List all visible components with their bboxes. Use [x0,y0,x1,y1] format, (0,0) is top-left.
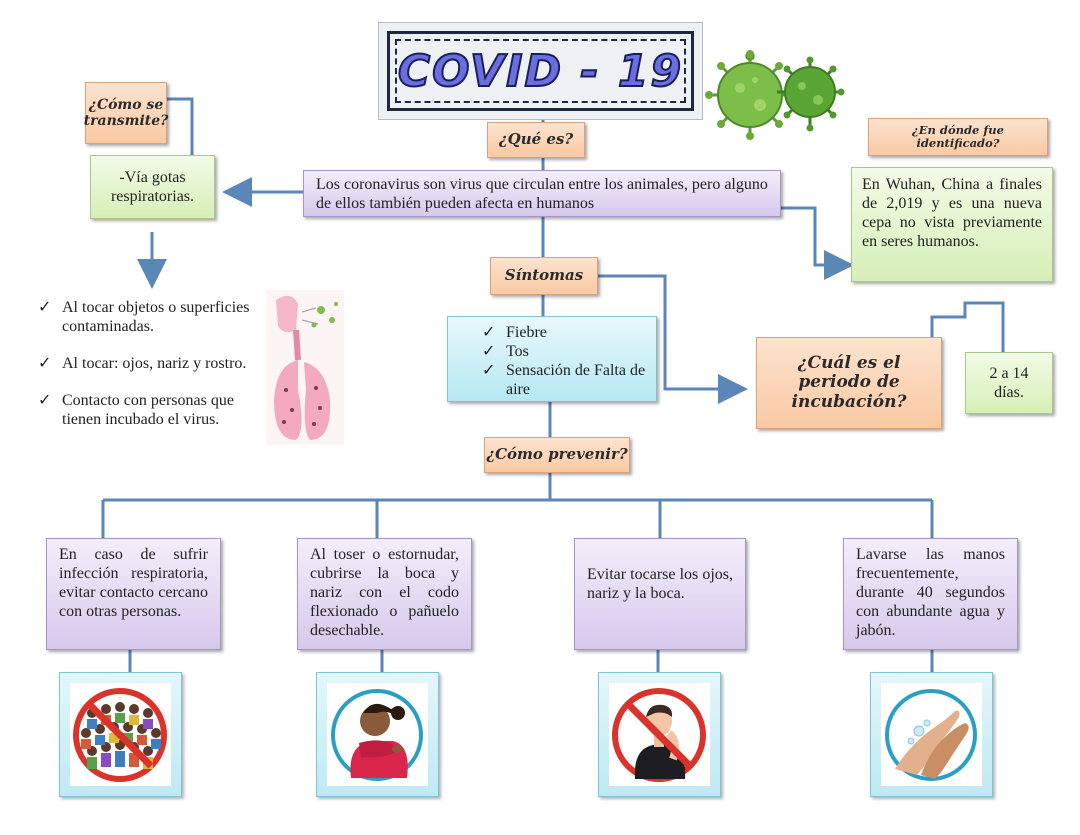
list-item: ✓Tos [482,343,529,360]
check-icon: ✓ [482,324,496,341]
transmission-list: ✓Al tocar objetos o superficies contamin… [38,298,270,429]
no-crowd-card [59,672,182,797]
symptoms-box: ✓Fiebre ✓Tos ✓Sensación de Falta de aire [447,316,657,402]
check-icon: ✓ [482,362,496,379]
list-item: ✓Contacto con personas que tienen incuba… [38,392,234,428]
prevention-box-2: Al toser o estornudar, cubrirse la boca … [297,538,472,650]
definition-box: Los coronavirus son virus que circulan e… [303,170,781,217]
check-icon: ✓ [38,355,52,372]
cough-elbow-card [316,672,439,797]
page-title: COVID - 19 [397,45,684,98]
title-banner: COVID - 19 [378,22,703,120]
incubacion-label: ¿Cuál es el periodo de incubación? [756,337,942,429]
list-item: ✓Sensación de Falta de aire [482,362,646,398]
incubacion-value-box: 2 a 14 días. [965,352,1053,414]
como-prevenir-label: ¿Cómo prevenir? [484,437,630,473]
prevention-box-4: Lavarse las manos frecuentemente, durant… [843,538,1018,650]
check-icon: ✓ [38,392,52,409]
como-se-transmite-label: ¿Cómo se transmite? [84,82,168,144]
list-item: ✓Al tocar: ojos, nariz y rostro. [38,355,247,372]
list-item: ✓Al tocar objetos o superficies contamin… [38,299,250,335]
no-touch-face-card [598,672,721,797]
identificado-box: En Wuhan, China a finales de 2,019 y es … [851,167,1053,282]
que-es-label: ¿Qué es? [487,122,585,158]
sintomas-label: Síntomas [490,257,598,295]
hand-wash-icon [885,689,977,781]
cough-into-elbow-icon [331,689,423,781]
list-item: ✓Fiebre [482,324,547,341]
via-gotas-box: -Vía gotas respiratorias. [90,155,215,219]
prevention-box-3: Evitar tocarse los ojos, nariz y la boca… [574,538,746,650]
donde-identificado-label: ¿En dónde fue identificado? [868,118,1048,156]
hand-wash-card [870,672,993,797]
no-touch-face-icon [612,688,706,782]
coronavirus-illustration [705,50,845,140]
symptoms-list: ✓Fiebre ✓Tos ✓Sensación de Falta de aire [482,323,646,399]
check-icon: ✓ [482,343,496,360]
prevention-box-1: En caso de sufrir infección respiratoria… [46,538,221,650]
check-icon: ✓ [38,299,52,316]
lungs-illustration [266,290,344,445]
no-crowd-icon [73,688,167,782]
